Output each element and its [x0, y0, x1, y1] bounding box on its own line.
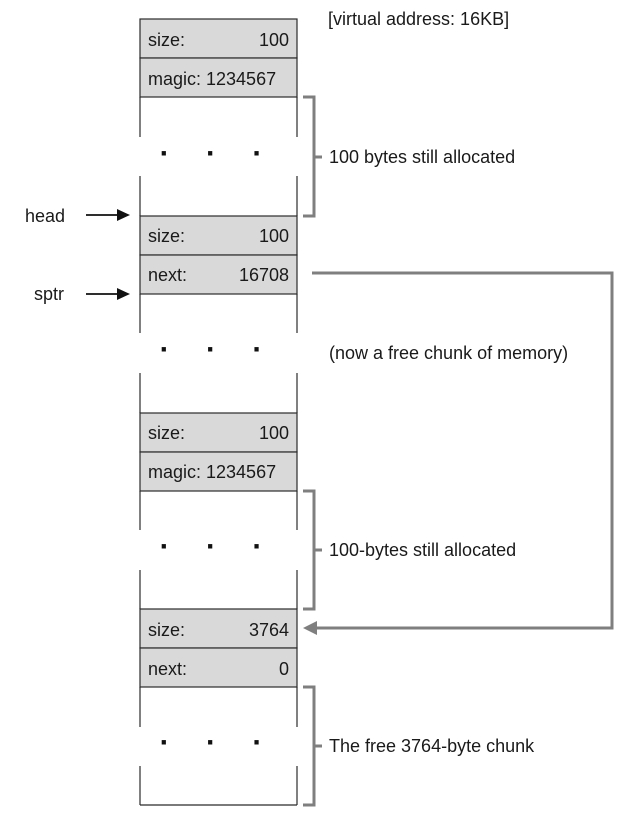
head-pointer-arrowhead	[117, 209, 130, 221]
free-header-size-label: size:	[148, 226, 185, 246]
final-next-cell	[139, 647, 298, 688]
region-3-ellipsis: · · ·	[160, 530, 277, 563]
annotation-allocated-2: 100-bytes still allocated	[329, 540, 516, 560]
header-magic-cell	[139, 57, 298, 98]
next-pointer-connector	[312, 271, 614, 630]
final-size-label: size:	[148, 620, 185, 640]
annotation-allocated-1: 100 bytes still allocated	[329, 147, 515, 167]
free-header-next-cell	[139, 254, 298, 295]
free-header-next-value: 16708	[239, 265, 289, 285]
region-2-ellipsis: · · ·	[160, 333, 277, 366]
alloc2-size-cell	[139, 412, 298, 453]
alloc2-size-value: 100	[259, 423, 289, 443]
region-1-ellipsis: · · ·	[160, 137, 277, 170]
annotation-free-chunk: (now a free chunk of memory)	[329, 343, 568, 363]
free-header-size-cell	[139, 215, 298, 256]
final-size-cell	[139, 608, 298, 649]
free-header-next-label: next:	[148, 265, 187, 285]
bracket-allocated-2	[303, 489, 322, 611]
alloc2-magic-cell	[139, 451, 298, 492]
alloc2-magic-label: magic: 1234567	[148, 462, 276, 482]
final-next-value: 0	[279, 659, 289, 679]
annotation-free-final: The free 3764-byte chunk	[329, 736, 535, 756]
bracket-allocated-1	[303, 95, 322, 218]
final-next-label: next:	[148, 659, 187, 679]
region-4-ellipsis: · · ·	[160, 726, 277, 759]
header-magic-label: magic: 1234567	[148, 69, 276, 89]
sptr-pointer-label: sptr	[34, 284, 64, 304]
final-size-value: 3764	[249, 620, 289, 640]
virtual-address-note: [virtual address: 16KB]	[328, 9, 509, 29]
bracket-free-final	[303, 685, 322, 807]
sptr-pointer-arrowhead	[117, 288, 130, 300]
alloc2-size-label: size:	[148, 423, 185, 443]
free-header-size-value: 100	[259, 226, 289, 246]
head-pointer-label: head	[25, 206, 65, 226]
header-size-cell	[139, 18, 298, 59]
header-size-value: 100	[259, 30, 289, 50]
header-size-label: size:	[148, 30, 185, 50]
next-pointer-arrowhead	[303, 621, 317, 635]
